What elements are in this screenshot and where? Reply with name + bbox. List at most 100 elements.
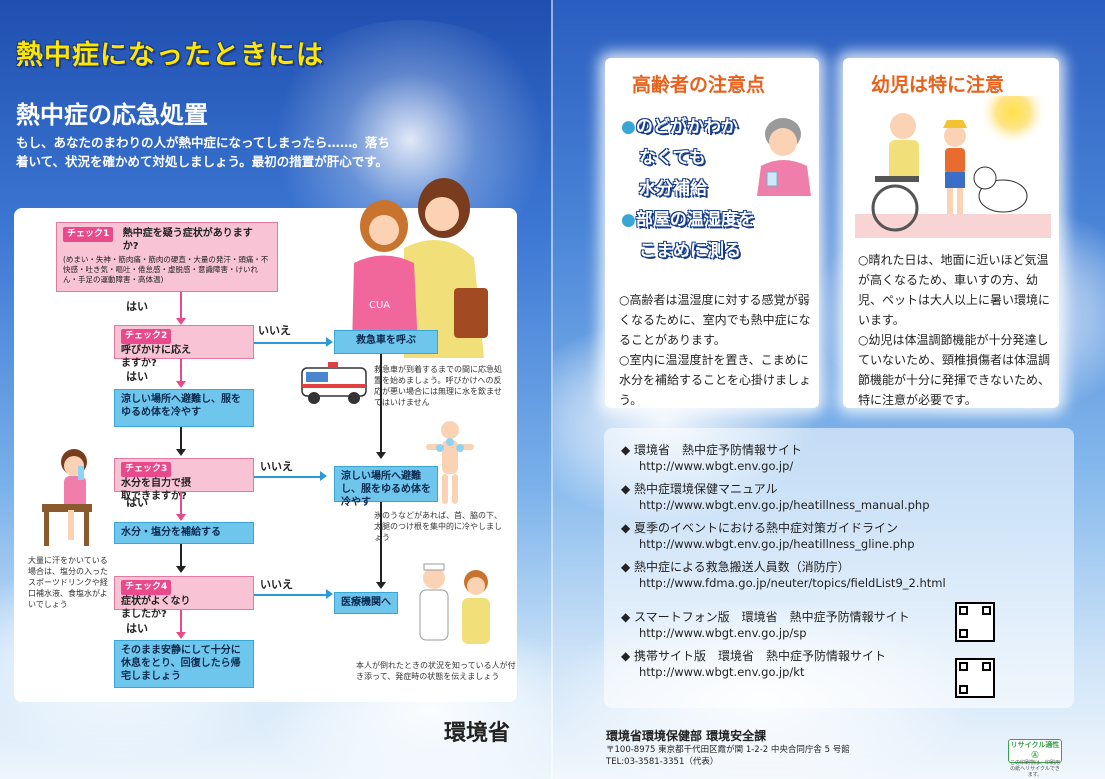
link-url[interactable]: http://www.wbgt.env.go.jp/heatillness_gl… [639,537,915,551]
rest-box: そのまま安静にして十分に休息をとり、回復したら帰宅しましょう [114,640,254,688]
right-page: 高齢者の注意点 ●のどがかわか なくても 水分補給 ●部屋の温湿度を こまめに測… [553,0,1105,779]
flow-arrow-head [176,318,186,325]
link-title: ◆ スマートフォン版 環境省 熱中症予防情報サイト [621,610,910,624]
flow-arrow-head [376,582,386,589]
reference-links-panel [604,428,1074,708]
cool-place-box-2: 涼しい場所へ避難し、服をゆるめ体を冷やす [334,466,438,508]
svg-text:CUA: CUA [369,300,390,311]
elderly-heading: 高齢者の注意点 [632,74,766,96]
check4-tag: チェック4 [121,580,172,595]
flow-arrow-head [376,452,386,459]
check3-box: チェック3 水分を自力で摂取できますか? [114,458,254,502]
check2-tag: チェック2 [121,329,172,344]
yes-label: はい [126,496,148,509]
drinking-child-illustration [42,449,92,546]
tip-line2: なくても [639,148,706,168]
intro-text: もし、あなたのまわりの人が熱中症になってしまったら……。落ち着いて、状況を確かめ… [16,135,390,169]
ministry-name: 環境省 [444,721,511,746]
flow-arrow [180,492,182,516]
check3-question: 水分を自力で摂取できますか? [121,478,191,502]
ambulance-note: 救急車が到着するまでの間に応急処置を始めましょう。呼びかけへの反応が悪い場合には… [374,365,502,407]
first-aid-flowchart: CUA チェック1 熱中症を疑う症状がありますか? (めまい・失神・筋肉痛・筋肉… [14,178,517,702]
elderly-box [605,58,819,408]
yes-label: はい [126,300,148,313]
tel-line: TEL:03-3581-3351（代表） [606,757,719,767]
link-url[interactable]: http://www.fdma.go.jp/neuter/topics/fiel… [639,576,946,590]
tip-line3: 水分補給 [639,179,707,199]
flow-arrow-head [176,514,186,521]
infant-text2: ○幼児は体温調節機能が十分発達していないため、頸椎損傷者は体温調節機能が十分に発… [858,333,1051,407]
hospital-note: 本人が倒れたときの状況を知っている人が付き添って、発症時の状態を伝えましょう [356,661,516,681]
link-url[interactable]: http://www.wbgt.env.go.jp/heatillness_ma… [639,498,930,512]
link-item: ◆ 環境省 熱中症予防情報サイト http://www.wbgt.env.go.… [621,442,802,474]
flow-arrow-head [176,632,186,639]
link-url[interactable]: http://www.wbgt.env.go.jp/sp [639,626,807,640]
nurse-illustration [419,563,490,644]
link-item: ◆ 夏季のイベントにおける熱中症対策ガイドライン http://www.wbgt… [621,520,915,552]
check2-box: チェック2 呼びかけに応えますか? [114,325,254,369]
flow-arrow [180,610,182,634]
no-label: いいえ [260,460,293,473]
flow-arrow-head [320,471,327,481]
tip-line5: こまめに測る [639,241,741,261]
recycle-note: この印刷物は、印刷用の紙へリサイクルできます。 [1009,760,1060,778]
elderly-text2: ○室内に温湿度計を置き、こまめに水分を補給することを心掛けましょう。 [619,353,812,407]
flow-arrow [180,292,182,322]
flow-arrow-head [326,337,333,347]
flow-arrow [254,476,322,478]
address-line: 〒100-8975 東京都千代田区霞が関 1-2-2 中央合同庁舎 5 号館 [606,745,850,755]
hospital-box: 医療機関へ [334,592,398,614]
link-title: ◆ 熱中症による救急搬送人員数（消防庁） [621,560,850,574]
infant-text1: ○晴れた日は、地面に近いほど気温が高くなるため、車いすの方、幼児、ペットは大人以… [858,253,1051,327]
link-url[interactable]: http://www.wbgt.env.go.jp/kt [639,665,805,679]
call-ambulance-box: 救急車を呼ぶ [334,330,438,354]
ambulance-illustration [301,362,367,404]
link-item: ◆ 熱中症による救急搬送人員数（消防庁） http://www.fdma.go.… [621,559,946,591]
cooling-body-illustration [426,421,474,504]
sports-drink-note: 大量に汗をかいている場合は、塩分の入ったスポーツドリンクや経口補水液、食塩水がよ… [28,556,108,609]
check2-question: 呼びかけに応えますか? [121,345,191,369]
left-page: 熱中症になったときには 熱中症の応急処置 もし、あなたのまわりの人が熱中症になっ… [0,0,553,779]
water-salt-box: 水分・塩分を補給する [114,522,254,544]
flow-arrow-head [176,566,186,573]
elderly-woman-illustration [757,118,811,196]
cooling-note: 氷のうなどがあれば、首、脇の下、太腿のつけ根を集中的に冷やしましょう [374,511,502,542]
qr-code-smartphone[interactable] [955,602,995,642]
flow-arrow [180,359,182,383]
link-url[interactable]: http://www.wbgt.env.go.jp/ [639,459,794,473]
flow-arrow-head [176,449,186,456]
check4-question: 症状がよくなりましたか? [121,596,191,620]
infant-heading: 幼児は特に注意 [871,74,1005,96]
no-label: いいえ [260,578,293,591]
check1-tag: チェック1 [63,227,114,242]
check1-symptoms: (めまい・失神・筋肉痛・筋肉の硬直・大量の発汗・頭痛・不快感・吐き気・嘔吐・倦怠… [63,255,269,284]
flow-arrow [180,544,182,568]
tip-line4: 部屋の温湿度を [635,210,755,230]
footer-org: 環境省環境保健部 環境安全課 [606,729,767,743]
qr-code-mobile[interactable] [955,658,995,698]
link-item: ◆ 熱中症環境保健マニュアル http://www.wbgt.env.go.jp… [621,481,930,513]
recycle-label: リサイクル適性Ⓐ [1010,741,1060,759]
yes-label: はい [126,370,148,383]
flow-arrow [380,354,382,454]
caregiver-illustration: CUA [352,178,488,358]
flow-arrow-head [176,381,186,388]
yes-label: はい [126,622,148,635]
section-heading: 熱中症の応急処置 [16,101,208,129]
link-title: ◆ 夏季のイベントにおける熱中症対策ガイドライン [621,521,899,535]
link-item: ◆ スマートフォン版 環境省 熱中症予防情報サイト http://www.wbg… [621,609,910,641]
tip-line1: のどがかわか [635,117,738,137]
page-title: 熱中症になったときには [16,40,324,71]
flow-arrow-head [326,589,333,599]
link-title: ◆ 熱中症環境保健マニュアル [621,482,778,496]
footer-address: 〒100-8975 東京都千代田区霞が関 1-2-2 中央合同庁舎 5 号館 T… [606,744,850,768]
no-label: いいえ [258,324,291,337]
flow-arrow [254,342,328,344]
cool-place-box: 涼しい場所へ避難し、服をゆるめ体を冷やす [114,389,254,427]
flow-arrow [380,502,382,584]
check1-question: 熱中症を疑う症状がありますか? [122,228,253,252]
check4-box: チェック4 症状がよくなりましたか? [114,576,254,620]
flow-arrow [180,427,182,451]
link-item: ◆ 携帯サイト版 環境省 熱中症予防情報サイト http://www.wbgt.… [621,648,886,680]
flow-arrow [254,594,328,596]
